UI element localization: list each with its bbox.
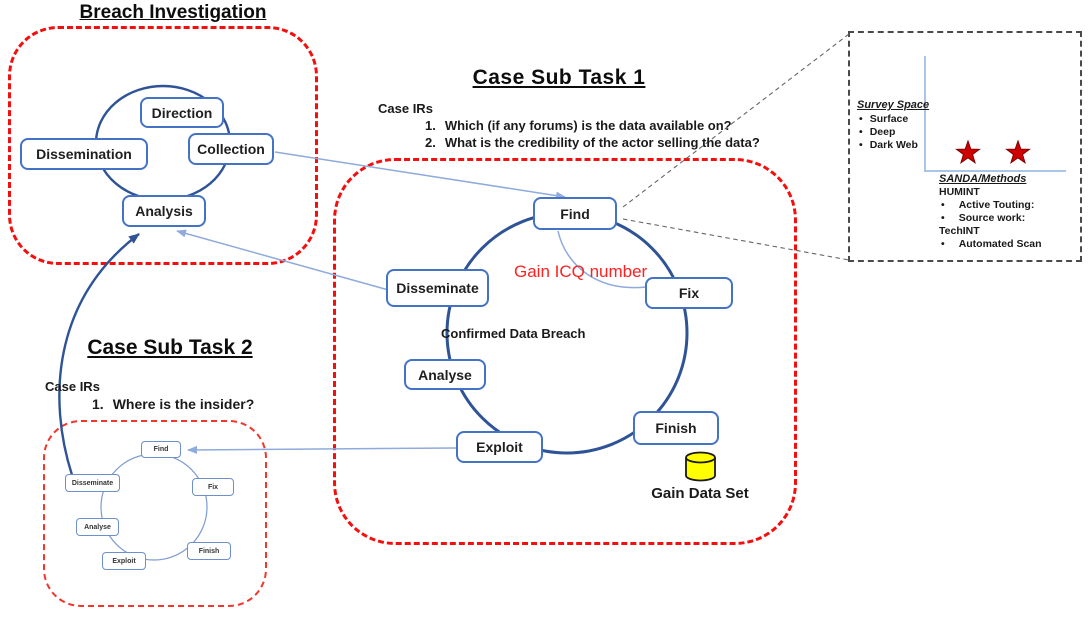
node-exploit-small: Exploit xyxy=(102,552,146,570)
ir-text: Where is the insider? xyxy=(112,396,255,412)
gain-data-set-label: Gain Data Set xyxy=(651,485,749,502)
humint-item-label: Source work: xyxy=(958,212,1026,224)
humint-item: Source work: xyxy=(941,212,1026,224)
survey-item-label: Dark Web xyxy=(869,139,918,151)
node-analyse: Analyse xyxy=(404,359,486,390)
node-fix: Fix xyxy=(645,277,733,309)
node-find: Find xyxy=(533,197,617,230)
node-collection: Collection xyxy=(188,133,274,165)
sub-task-2-irs-heading: Case IRs xyxy=(45,379,100,394)
breach-investigation-title: Breach Investigation xyxy=(79,2,267,23)
node-fix-small: Fix xyxy=(192,478,234,496)
survey-item-label: Surface xyxy=(869,113,909,125)
breach-investigation-region xyxy=(8,26,318,265)
sub-task-1-ir-1: 1. Which (if any forums) is the data ava… xyxy=(425,118,732,133)
node-analysis: Analysis xyxy=(122,195,206,227)
node-disseminate-small: Disseminate xyxy=(65,474,120,492)
humint-label: HUMINT xyxy=(939,186,980,198)
humint-item-label: Active Touting: xyxy=(958,199,1035,211)
survey-space-item: Dark Web xyxy=(859,139,918,151)
node-direction: Direction xyxy=(140,97,224,128)
ir-number: 1. xyxy=(425,118,436,133)
sub-task-1-ir-2: 2. What is the credibility of the actor … xyxy=(425,135,760,150)
survey-space-item: Surface xyxy=(859,113,909,125)
survey-space-item: Deep xyxy=(859,126,896,138)
techint-label: TechINT xyxy=(939,225,980,237)
survey-space-title: Survey Space xyxy=(857,99,930,111)
node-finish-small: Finish xyxy=(187,542,231,560)
ir-number: 1. xyxy=(92,396,104,412)
node-analyse-small: Analyse xyxy=(76,518,119,536)
sanda-methods-title: SANDA/Methods xyxy=(939,173,1027,185)
sub-task-2-title: Case Sub Task 2 xyxy=(87,336,253,359)
survey-item-label: Deep xyxy=(869,126,896,138)
node-dissemination: Dissemination xyxy=(20,138,148,170)
techint-item: Automated Scan xyxy=(941,238,1042,250)
ir-number: 2. xyxy=(425,135,436,150)
node-exploit: Exploit xyxy=(456,431,543,463)
confirmed-data-breach-annotation: Confirmed Data Breach xyxy=(441,326,586,341)
techint-item-label: Automated Scan xyxy=(958,238,1042,250)
ir-text: Which (if any forums) is the data availa… xyxy=(444,118,732,133)
sub-task-2-ir-1: 1. Where is the insider? xyxy=(92,396,254,412)
sub-task-1-title: Case Sub Task 1 xyxy=(472,66,646,89)
sub-task-1-irs-heading: Case IRs xyxy=(378,101,433,116)
humint-item: Active Touting: xyxy=(941,199,1035,211)
node-find-small: Find xyxy=(141,441,181,458)
gain-icq-annotation: Gain ICQ number xyxy=(514,262,648,281)
ir-text: What is the credibility of the actor sel… xyxy=(444,135,760,150)
node-disseminate: Disseminate xyxy=(386,269,489,307)
node-finish: Finish xyxy=(633,411,719,445)
sub-task-2-region xyxy=(43,420,267,607)
